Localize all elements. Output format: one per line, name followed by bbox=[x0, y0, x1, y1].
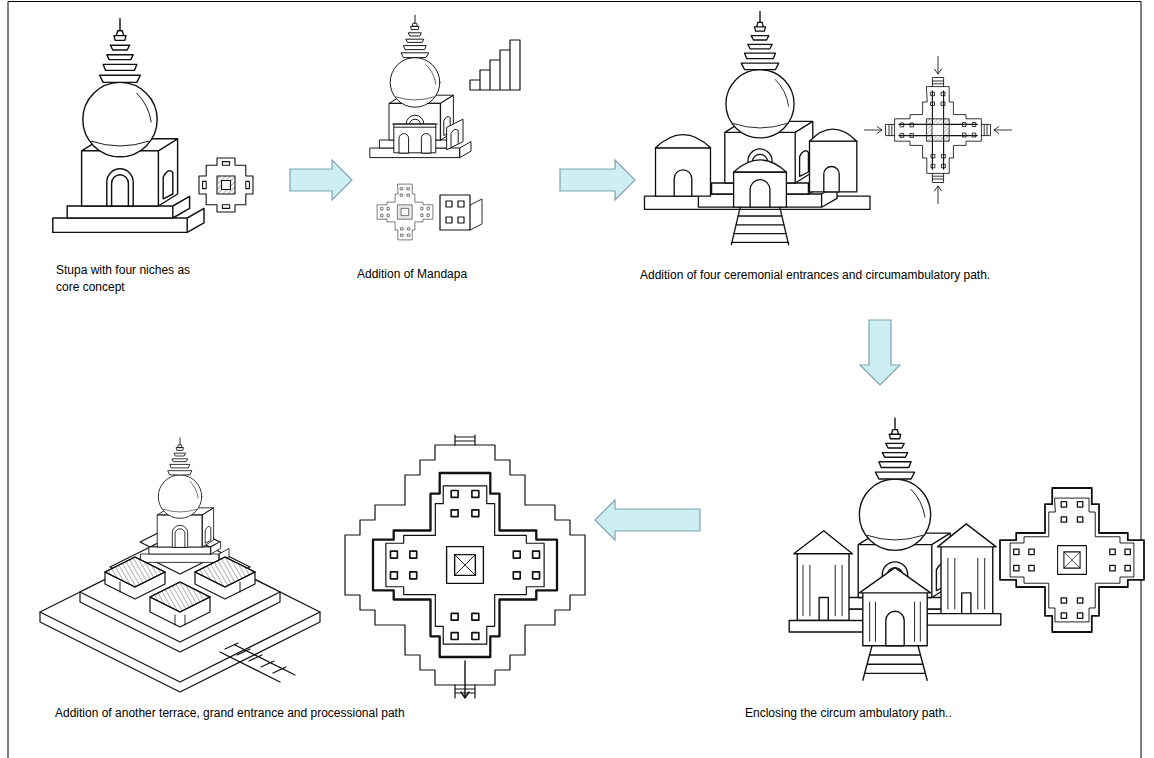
stage-caption: Addition of another terrace, grand entra… bbox=[55, 705, 575, 722]
flow-arrow bbox=[860, 320, 900, 385]
terrace-sketch bbox=[40, 438, 320, 692]
stage-caption: Stupa with four niches as core concept bbox=[56, 262, 211, 296]
flow-arrow bbox=[560, 160, 635, 200]
stair-detail bbox=[470, 40, 520, 90]
stage-panel: Stupa with four niches as core concept bbox=[40, 15, 290, 300]
stage-caption: Enclosing the circum ambulatory path.. bbox=[745, 705, 1135, 722]
caption-block: Addition of another terrace, grand entra… bbox=[55, 705, 575, 722]
entrance-plan bbox=[865, 57, 1012, 204]
stupa-plan bbox=[199, 158, 253, 212]
caption-block: Addition of four ceremonial entrances an… bbox=[640, 267, 1015, 284]
stupa-sketch bbox=[53, 19, 204, 233]
flow-arrow bbox=[290, 160, 352, 200]
stage-caption: Addition of four ceremonial entrances an… bbox=[640, 267, 1015, 284]
stage-panel: Addition of Mandapa bbox=[352, 15, 560, 300]
stage-caption: Addition of Mandapa bbox=[357, 266, 557, 283]
stage-panel: Addition of four ceremonial entrances an… bbox=[635, 15, 1015, 320]
entrance-sketch bbox=[645, 11, 871, 244]
enclosure-plan bbox=[1000, 488, 1144, 632]
mandapa-sketch bbox=[370, 15, 471, 157]
caption-block: Addition of Mandapa bbox=[357, 266, 557, 283]
caption-block: Enclosing the circum ambulatory path.. bbox=[745, 705, 1135, 722]
terrace-plan bbox=[345, 435, 585, 698]
sheet-frame bbox=[8, 2, 1141, 758]
mandapa-plan bbox=[377, 184, 433, 240]
mandapa-detail bbox=[440, 195, 482, 230]
enclosure-sketch bbox=[789, 418, 1001, 680]
caption-block: Stupa with four niches as core concept bbox=[56, 262, 211, 296]
flow-arrow bbox=[595, 500, 700, 540]
stage-panel: Addition of another terrace, grand entra… bbox=[35, 430, 595, 735]
stage-panel: Enclosing the circum ambulatory path.. bbox=[700, 385, 1146, 735]
